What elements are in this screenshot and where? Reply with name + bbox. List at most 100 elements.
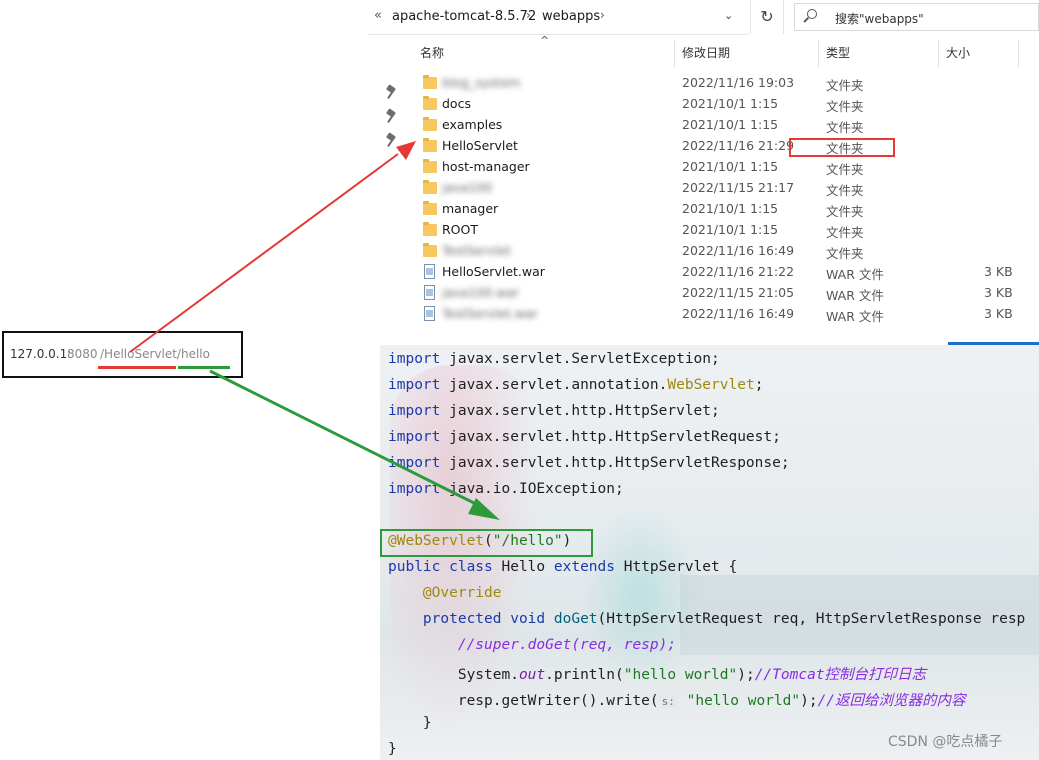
underline-context-path [98, 366, 176, 369]
red-arrow-line [129, 153, 399, 353]
chevron-right-icon[interactable]: › [526, 8, 531, 22]
code-token: System. [388, 667, 519, 683]
folder-icon [423, 138, 437, 152]
code-token: @WebServlet [388, 533, 485, 549]
file-size: 3 KB [984, 264, 1013, 279]
column-divider[interactable] [1018, 40, 1019, 68]
war-file-icon [424, 285, 435, 300]
code-line: protected void doGet(HttpServletRequest … [388, 611, 1025, 627]
column-divider[interactable] [938, 40, 939, 68]
code-line: } [388, 715, 432, 731]
url-path: /HelloServlet/hello [100, 347, 210, 361]
column-header-name[interactable]: 名称 [420, 46, 445, 60]
chevron-down-icon[interactable]: ⌄ [724, 9, 734, 22]
column-divider[interactable] [674, 40, 675, 68]
code-token: import [388, 429, 441, 445]
file-type: WAR 文件 [826, 288, 884, 303]
file-name: HelloServlet [442, 138, 518, 153]
file-date: 2022/11/16 16:49 [682, 243, 795, 258]
code-token: import [388, 377, 441, 393]
file-date: 2022/11/16 21:22 [682, 264, 795, 279]
file-date: 2022/11/16 21:29 [682, 138, 795, 153]
file-date: 2021/10/1 1:15 [682, 117, 779, 132]
folder-icon [423, 201, 437, 215]
code-token: javax.servlet.http.HttpServlet; [440, 403, 720, 419]
refresh-button[interactable]: ↻ [750, 0, 784, 34]
code-token [678, 693, 687, 709]
underline-servlet-path [178, 366, 230, 369]
code-token: javax.servlet.annotation. [440, 377, 668, 393]
code-token: "hello world" [686, 693, 801, 709]
code-token: //Tomcat控制台打印日志 [754, 667, 927, 683]
file-name: host-manager [442, 159, 530, 174]
code-token: Hello [492, 559, 554, 575]
folder-icon [423, 180, 437, 194]
column-header-date[interactable]: 修改日期 [682, 46, 731, 60]
file-type: WAR 文件 [826, 267, 884, 282]
file-size: 3 KB [984, 306, 1013, 321]
search-icon [807, 9, 817, 19]
file-date: 2021/10/1 1:15 [682, 222, 779, 237]
code-token: ); [737, 667, 755, 683]
file-name: manager [442, 201, 499, 216]
file-type: WAR 文件 [826, 309, 884, 324]
code-token: "hello world" [623, 667, 738, 683]
code-line: public class Hello extends HttpServlet { [388, 559, 737, 575]
pin-icon[interactable] [386, 84, 396, 100]
address-history-icon[interactable]: « [374, 8, 382, 23]
pin-icon[interactable] [386, 108, 396, 124]
file-date: 2021/10/1 1:15 [682, 96, 779, 111]
parameter-hint: s: [658, 695, 678, 708]
file-date: 2022/11/15 21:17 [682, 180, 795, 195]
breadcrumb-apache-tomcat[interactable]: apache-tomcat-8.5.72 [392, 9, 537, 24]
file-name: HelloServlet.war [442, 264, 545, 279]
file-row[interactable]: HelloServlet.war 2022/11/16 21:22 WAR 文件 3 … [418, 262, 1038, 283]
code-token: import [388, 455, 441, 471]
code-token: ; [754, 377, 764, 393]
file-name: ROOT [442, 222, 478, 237]
code-token: import [388, 403, 441, 419]
code-token [545, 611, 554, 627]
pin-icon[interactable] [386, 132, 396, 148]
code-line: } [388, 741, 397, 757]
code-line: import javax.servlet.http.HttpServlet; [388, 403, 720, 419]
file-type: 文件夹 [826, 204, 864, 219]
column-divider[interactable] [818, 40, 819, 68]
watermark: CSDN @吃点橘子 [888, 734, 1003, 750]
breadcrumb-webapps[interactable]: webapps [542, 9, 601, 24]
code-token: public class [388, 559, 493, 575]
column-header-size[interactable]: 大小 [946, 46, 971, 60]
code-line: import javax.servlet.http.HttpServletRes… [388, 455, 790, 471]
war-file-icon [424, 306, 435, 321]
war-file-icon [424, 264, 435, 279]
code-token: doGet [553, 611, 598, 627]
code-token: ( [484, 533, 493, 549]
scrollbar-thumb[interactable] [948, 342, 1039, 345]
code-token: extends [553, 559, 615, 575]
file-name: TestServlet.war [442, 306, 538, 321]
code-token: protected void [422, 611, 546, 627]
code-token: import [388, 351, 441, 367]
code-token [388, 585, 423, 601]
address-bar[interactable]: « apache-tomcat-8.5.72 › webapps › ⌄ [368, 0, 748, 35]
code-token: } [388, 741, 397, 757]
file-name: blog_system [442, 75, 521, 90]
file-type: 文件夹 [826, 162, 864, 177]
code-line: System.out.println("hello world");//Tomc… [388, 663, 926, 684]
column-header-type[interactable]: 类型 [826, 46, 851, 60]
file-name: TestServlet [442, 243, 511, 258]
search-box[interactable]: 搜索"webapps" [794, 3, 1039, 31]
sort-ascending-icon: ^ [540, 34, 550, 47]
chevron-right-icon[interactable]: › [600, 8, 605, 22]
